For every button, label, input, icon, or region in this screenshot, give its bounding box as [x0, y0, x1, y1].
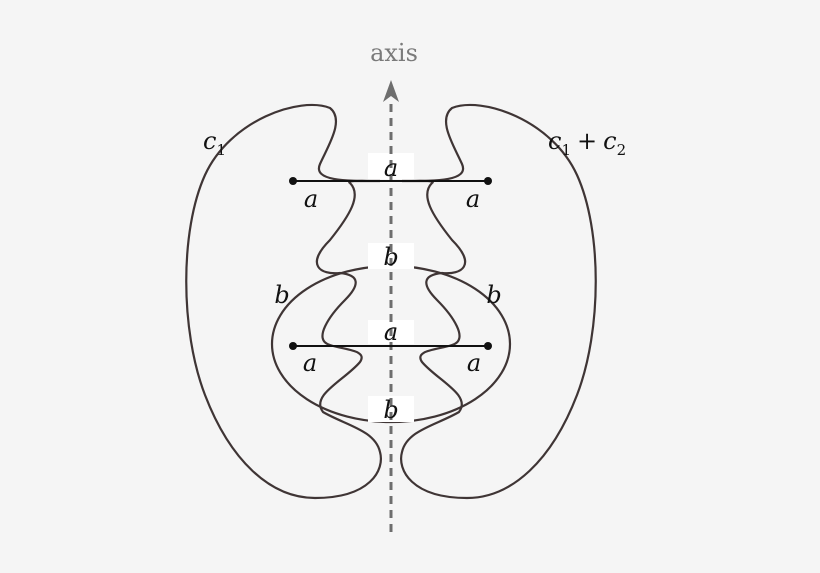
label-top-right-a: a: [466, 185, 480, 213]
label-lower-center-b: b: [383, 396, 398, 424]
mid-left-endpoint: [289, 342, 297, 350]
c1-letter-right: c: [548, 127, 561, 155]
label-mid-right-a: a: [467, 349, 481, 377]
label-c1-plus-c2: c1+c2: [548, 127, 626, 159]
c2-letter: c: [603, 127, 616, 155]
label-upper-center-b: b: [383, 243, 398, 271]
c1-letter: c: [203, 127, 216, 155]
label-top-left-a: a: [304, 185, 318, 213]
axis-label: axis: [370, 39, 418, 67]
label-top-center-a: a: [384, 154, 398, 182]
label-ellipse-right-b: b: [486, 281, 501, 309]
label-mid-center-a: a: [384, 318, 398, 346]
label-mid-left-a: a: [303, 349, 317, 377]
c1-subscript: 1: [216, 141, 226, 159]
plus-sign: +: [577, 127, 597, 155]
curve-c1: [185, 103, 382, 500]
axis-arrow-icon: [383, 80, 399, 102]
label-ellipse-left-b: b: [274, 281, 289, 309]
c1-subscript-right: 1: [561, 141, 571, 159]
top-right-endpoint: [484, 177, 492, 185]
top-left-endpoint: [289, 177, 297, 185]
label-c1: c1: [203, 127, 226, 159]
c2-subscript: 2: [617, 141, 627, 159]
curve-c1-plus-c2: [400, 103, 597, 500]
mid-right-endpoint: [484, 342, 492, 350]
